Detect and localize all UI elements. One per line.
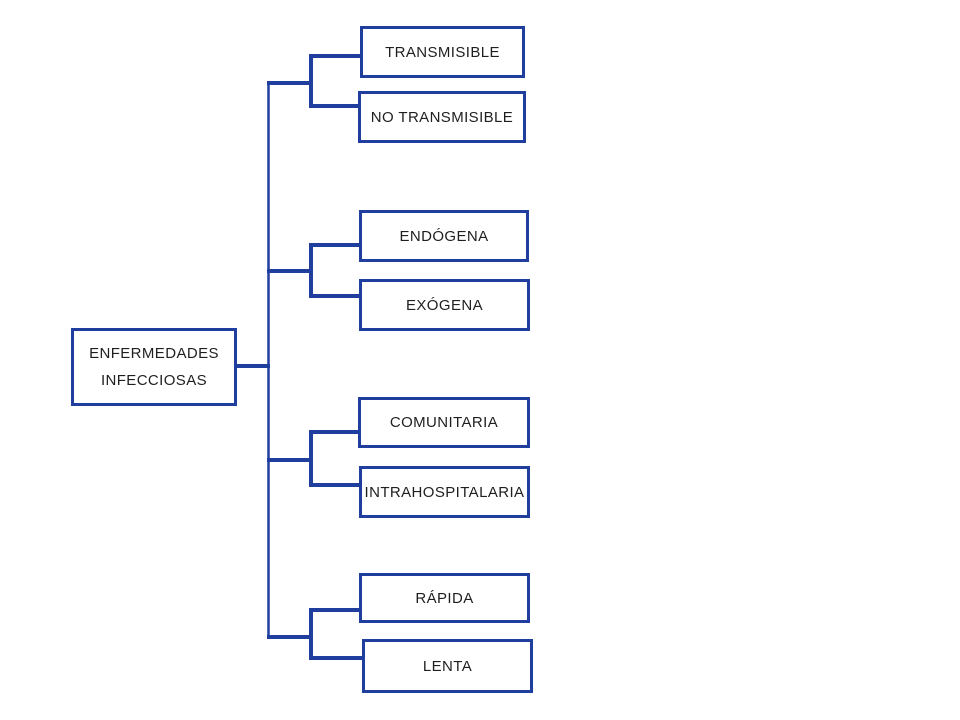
node-no-transmisible: NO TRANSMISIBLE [358, 91, 526, 143]
node-rapida: RÁPIDA [359, 573, 530, 623]
node-exogena: EXÓGENA [359, 279, 530, 331]
node-intrahospitalaria: INTRAHOSPITALARIA [359, 466, 530, 518]
node-comunitaria: COMUNITARIA [358, 397, 530, 448]
node-endogena: ENDÓGENA [359, 210, 529, 262]
node-transmisible: TRANSMISIBLE [360, 26, 525, 78]
node-enfermedades-infecciosas: ENFERMEDADES INFECCIOSAS [71, 328, 237, 406]
node-lenta: LENTA [362, 639, 533, 693]
